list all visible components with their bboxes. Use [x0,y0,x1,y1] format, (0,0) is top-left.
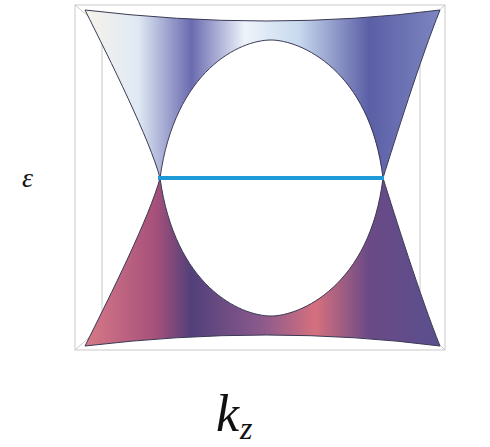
upper-band [85,10,440,178]
fermi-arc [158,176,384,180]
axis-subscript: z [240,412,252,444]
axis-label: ε [22,164,33,192]
plot-box [75,5,445,350]
axis-label: k [216,388,239,440]
lower-band [85,178,440,346]
